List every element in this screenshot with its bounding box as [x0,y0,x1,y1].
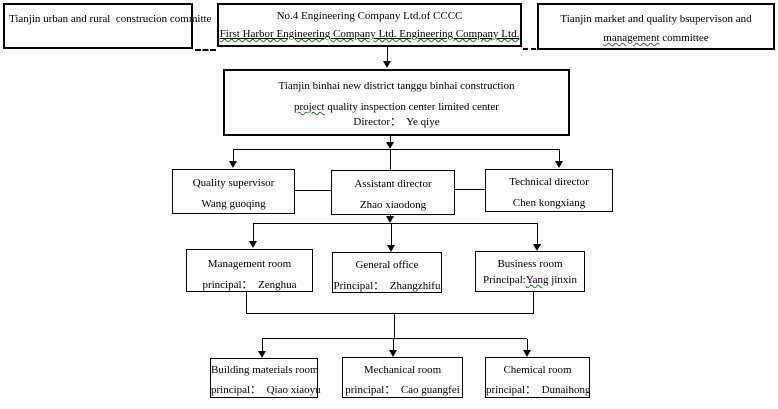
box-general-office: General office Principal： Zhangzhifu [332,252,442,293]
box-chemical-room: Chemical room principal： Dunaihong [485,357,590,398]
box-name: principal： Dunaihong [486,384,591,396]
box-text-line: management committee [539,32,773,44]
box-building-materials-room: Building materials room principal： Qiao … [210,358,321,398]
connector-line [253,224,254,241]
arrowhead-down-icon [555,161,563,168]
box-name: Chen kongxiang [512,197,586,209]
connector-line [246,292,247,313]
arrowhead-down-icon [387,245,395,252]
connector-line [537,224,538,244]
connector-line [262,339,263,351]
branch-line [253,223,538,224]
box-name: Zhao xiaodong [359,199,427,211]
box-text: jinxin [548,274,577,286]
box-no4-engineering-company: No.4 Engineering Company Ltd.of CCCC Fir… [217,3,522,47]
box-assistant-director: Assistant director Zhao xiaodong [331,170,455,215]
box-title: Building materials room [211,364,319,376]
arrowhead-down-icon [386,142,394,149]
spellcheck-underline-text: management [603,32,660,44]
branch-line [246,313,534,314]
box-inspection-center-director: Tianjin binhai new district tanggu binha… [223,69,570,136]
box-title: Quality supervisor [192,177,275,189]
box-text-line: First Harbor Engineering Company Ltd. En… [219,28,520,40]
box-quality-supervisor: Quality supervisor Wang guoqing [172,169,295,214]
box-text-line: Tianjin binhai new district tanggu binha… [278,80,515,92]
peer-link-line [295,190,331,191]
arrowhead-down-icon [533,244,541,251]
box-text-line: project quality inspection center limite… [225,101,568,113]
box-text-line: Director： Ye qiye [353,116,440,128]
connector-line [533,292,534,313]
box-text: Principal: [483,274,526,286]
box-title: Mechanical room [363,364,442,376]
box-name: principal： Zenghua [202,279,297,291]
arrowhead-down-icon [523,350,531,357]
box-name: Principal:Yang jinxin [476,274,584,286]
box-title: Business room [497,258,563,270]
box-title: Technical director [509,176,589,188]
connector-line [390,150,391,170]
connector-line [233,150,234,162]
box-business-room: Business room Principal:Yang jinxin [475,251,585,292]
peer-link-line [455,189,485,190]
box-text: committee [659,32,709,44]
branch-line [233,149,560,150]
arrowhead-down-icon [386,216,394,223]
arrowhead-down-icon [249,241,257,248]
spellcheck-underline-text: project [294,101,325,113]
underlined-text: First Harbor Engineering Company Ltd. En… [220,28,520,40]
box-text-line: Tianjin urban and rural construcion comm… [9,13,212,25]
connector-line [387,47,388,62]
box-title: Management room [207,258,292,270]
box-title: General office [355,259,419,271]
box-title: Chemical room [503,364,572,376]
box-name: Principal： Zhangzhifu [333,280,441,292]
box-name: principal： Qiao xiaoyu [211,384,321,396]
dashed-connector-right [523,48,536,50]
connector-line [394,314,395,338]
box-tianjin-market-quality-committee: Tianjin market and quality bsupervison a… [537,3,775,50]
box-title: Assistant director [354,178,432,190]
box-text-line: No.4 Engineering Company Ltd.of CCCC [276,10,463,22]
connector-line [393,339,394,350]
box-name: principal： Cao guangfei [345,384,460,396]
box-management-room: Management room principal： Zenghua [186,249,313,292]
arrowhead-down-icon [258,351,266,358]
connector-line [527,339,528,350]
arrowhead-down-icon [229,161,237,168]
box-mechanical-room: Mechanical room principal： Cao guangfei [342,357,463,398]
box-text: quality inspection center limited center [324,101,499,113]
connector-line [391,224,392,245]
box-text-line: Tianjin market and quality bsupervison a… [560,13,752,25]
box-technical-director: Technical director Chen kongxiang [485,169,613,212]
box-tianjin-urban-rural-committee: Tianjin urban and rural construcion comm… [3,3,212,49]
arrowhead-down-icon [389,350,397,357]
box-name: Wang guoqing [201,198,266,210]
branch-line [262,338,527,339]
arrowhead-down-icon [383,61,391,68]
spellcheck-underline-text: Yang [525,274,549,286]
connector-line [390,136,391,143]
connector-line [559,150,560,162]
dashed-connector-left [195,49,216,51]
spellcheck-underline-text: First Harbor Engineering Company Ltd. En… [219,28,520,40]
